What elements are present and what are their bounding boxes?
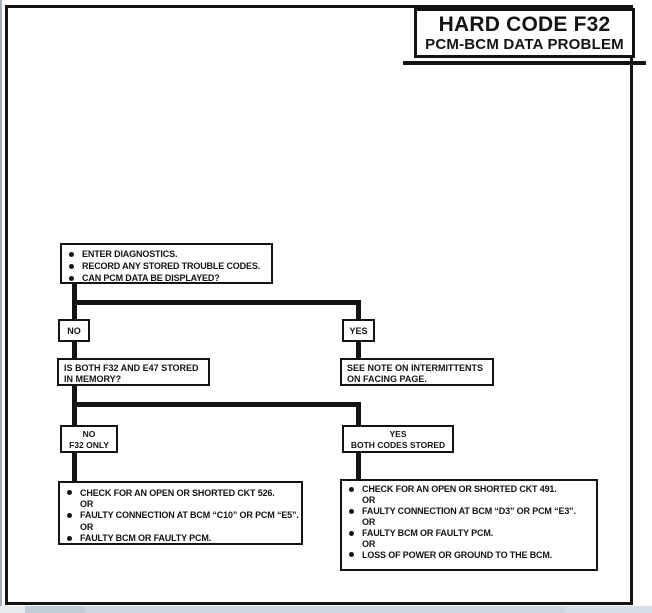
start-item-row: ENTER DIAGNOSTICS.: [62, 248, 271, 260]
result-text: FAULTY CONNECTION AT BCM “C10” OR PCM “E…: [80, 510, 299, 521]
see-note-line2: ON FACING PAGE.: [347, 374, 427, 384]
result-row: FAULTY BCM OR FAULTY PCM.: [342, 528, 596, 539]
result-row: CHECK FOR AN OPEN OR SHORTED CKT 491.: [342, 484, 596, 495]
see-note-box: SEE NOTE ON INTERMITTENTS ON FACING PAGE…: [340, 358, 494, 386]
result-row: FAULTY CONNECTION AT BCM “D3” OR PCM “E3…: [342, 506, 596, 517]
start-box: ENTER DIAGNOSTICS. RECORD ANY STORED TRO…: [60, 243, 273, 284]
scrollbar-segment: [0, 606, 25, 613]
start-item: RECORD ANY STORED TROUBLE CODES.: [82, 261, 261, 271]
page-border: [5, 5, 633, 605]
result-row: FAULTY CONNECTION AT BCM “C10” OR PCM “E…: [60, 510, 301, 521]
bullet-icon: [349, 552, 354, 558]
result-text: OR: [80, 499, 94, 510]
scrollbar-segment: [25, 606, 85, 613]
connector-yes1-drop: [356, 300, 361, 322]
scrollbar-segment: [565, 606, 652, 613]
bullet-icon: [69, 251, 74, 257]
result-left-box: CHECK FOR AN OPEN OR SHORTED CKT 526. OR…: [58, 481, 303, 545]
bullet-icon: [349, 508, 354, 514]
branch2-no-line2: F32 ONLY: [69, 440, 109, 450]
connector-branch1-horizontal: [72, 300, 361, 305]
memory-question-line1: IS BOTH F32 AND E47 STORED: [64, 363, 199, 373]
result-row-or: OR: [342, 517, 596, 528]
start-item: ENTER DIAGNOSTICS.: [82, 249, 178, 259]
page-subtitle: PCM-BCM DATA PROBLEM: [425, 35, 624, 53]
see-note-line1: SEE NOTE ON INTERMITTENTS: [347, 363, 484, 373]
result-text: CHECK FOR AN OPEN OR SHORTED CKT 526.: [80, 487, 275, 498]
result-text: CHECK FOR AN OPEN OR SHORTED CKT 491.: [362, 484, 557, 495]
bullet-icon: [67, 490, 72, 496]
bullet-icon: [349, 486, 354, 492]
memory-question-line2: IN MEMORY?: [64, 374, 122, 384]
title-underline: [403, 61, 646, 65]
branch1-yes-box: YES: [342, 319, 375, 342]
connector-no2-down: [72, 452, 77, 482]
bullet-icon: [67, 512, 72, 518]
result-text: OR: [80, 521, 94, 532]
branch2-yes-line1: YES: [389, 429, 407, 439]
result-row-or: OR: [342, 495, 596, 506]
result-row-or: OR: [342, 538, 596, 549]
result-row-or: OR: [60, 521, 301, 532]
branch1-no-label: NO: [67, 325, 81, 336]
result-row: LOSS OF POWER OR GROUND TO THE BCM.: [342, 549, 596, 560]
result-right-box: CHECK FOR AN OPEN OR SHORTED CKT 491. OR…: [340, 479, 598, 571]
bullet-icon: [69, 263, 74, 269]
result-text: FAULTY BCM OR FAULTY PCM.: [362, 528, 494, 538]
branch1-yes-label: YES: [349, 325, 368, 336]
result-text: OR: [362, 517, 376, 528]
connector-yes2-drop: [356, 402, 361, 426]
connector-yes1-down: [356, 340, 361, 359]
page-title: HARD CODE F32: [438, 12, 611, 36]
result-text: OR: [362, 495, 376, 506]
branch2-no-line1: NO: [82, 429, 96, 439]
connector-no1-down: [72, 340, 77, 359]
branch2-no-box: NO F32 ONLY: [60, 425, 118, 453]
result-row: CHECK FOR AN OPEN OR SHORTED CKT 526.: [60, 487, 301, 498]
result-row-or: OR: [60, 498, 301, 509]
result-text: LOSS OF POWER OR GROUND TO THE BCM.: [362, 549, 553, 560]
result-text: OR: [362, 538, 376, 549]
result-text: FAULTY CONNECTION AT BCM “D3” OR PCM “E3…: [362, 506, 576, 517]
branch2-yes-line2: BOTH CODES STORED: [350, 440, 446, 450]
connector-yes2-down: [356, 452, 361, 480]
result-text: FAULTY BCM OR FAULTY PCM.: [80, 533, 212, 544]
connector-branch2-horizontal: [72, 402, 361, 407]
branch1-no-box: NO: [58, 319, 90, 342]
title-box: HARD CODE F32 PCM-BCM DATA PROBLEM: [414, 8, 635, 58]
bullet-icon: [69, 275, 74, 281]
start-item: CAN PCM DATA BE DISPLAYED?: [82, 273, 220, 283]
result-row: FAULTY BCM OR FAULTY PCM.: [60, 533, 301, 544]
memory-question-box: IS BOTH F32 AND E47 STORED IN MEMORY?: [57, 358, 210, 386]
branch2-yes-box: YES BOTH CODES STORED: [342, 425, 454, 453]
bullet-icon: [349, 530, 354, 536]
start-item-row: RECORD ANY STORED TROUBLE CODES.: [62, 260, 271, 272]
bullet-icon: [67, 535, 72, 541]
scrollbar-track[interactable]: [0, 606, 652, 613]
page-left-edge: [0, 0, 2, 613]
start-item-row: CAN PCM DATA BE DISPLAYED?: [62, 272, 271, 284]
